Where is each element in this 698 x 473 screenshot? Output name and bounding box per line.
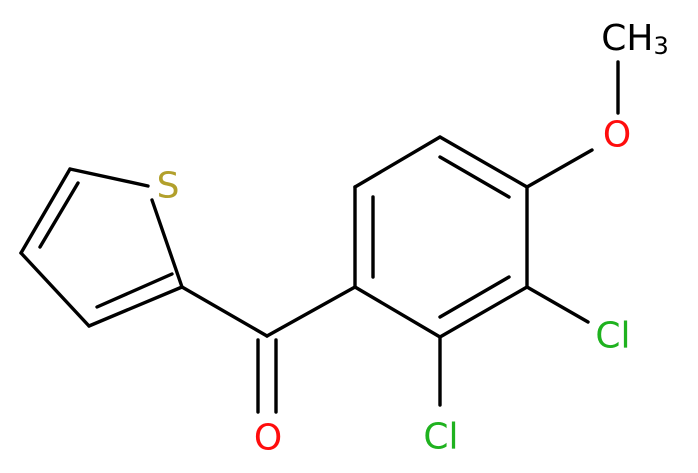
benzene-ring [353,135,529,339]
methoxy-oxygen-label: O [603,115,631,156]
bond-c4-c5 [19,167,72,255]
bond-c2-c3-inner [95,272,174,309]
methyl-symbol: CH [601,18,653,59]
substituent-bonds [438,60,620,407]
sulfur-atom-label: S [157,166,180,207]
bond-thiophene-carbonyl [180,285,269,338]
atom-labels: S O O CH3 Cl Cl [157,18,669,459]
bond-c4-c5-inner [38,181,80,249]
bond-ar-cl3 [525,285,590,324]
bond-ar-3-4-inner [438,155,511,199]
bond-ar-3-4 [438,135,529,189]
carbonyl-oxygen-label: O [254,418,282,459]
bond-ar-2-3 [353,135,442,189]
bond-c3-c4 [19,251,91,328]
bond-ar-6-1 [353,285,442,339]
ketone-group [180,285,357,414]
bond-ar-5-6 [438,285,529,339]
bond-s-c2 [150,198,184,289]
chlorine-2-label: Cl [423,417,458,458]
bond-ar-methoxy-o [525,148,594,189]
methyl-subscript: 3 [653,32,668,60]
chlorine-3-label: Cl [595,316,630,357]
bond-ar-5-6-inner [438,275,511,319]
bond-c5-s [68,167,150,188]
methyl-group-label: CH3 [601,18,669,61]
bond-carbonyl-phenyl [265,285,357,338]
bond-c2-c3 [87,285,184,328]
thiophene-ring [19,167,184,328]
